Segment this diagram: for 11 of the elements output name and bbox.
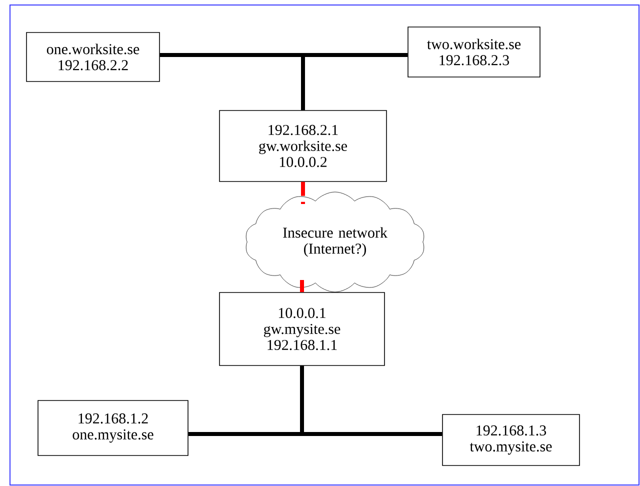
connector-line bbox=[300, 280, 304, 292]
host-box: 10.0.0.1 gw.mysite.se 192.168.1.1 bbox=[219, 292, 385, 366]
host-box: 192.168.1.2 one.mysite.se bbox=[38, 400, 188, 456]
host-box: 192.168.2.1 gw.worksite.se 10.0.0.2 bbox=[219, 110, 387, 182]
host-box: two.worksite.se 192.168.2.3 bbox=[408, 26, 540, 78]
host-box: one.worksite.se 192.168.2.2 bbox=[26, 32, 160, 82]
connector-line bbox=[301, 182, 305, 204]
connector-line bbox=[300, 366, 442, 436]
network-cloud: Insecure network (Internet?) bbox=[246, 192, 424, 292]
host-box: 192.168.1.3 two.mysite.se bbox=[442, 414, 580, 466]
connector-line bbox=[301, 53, 408, 110]
